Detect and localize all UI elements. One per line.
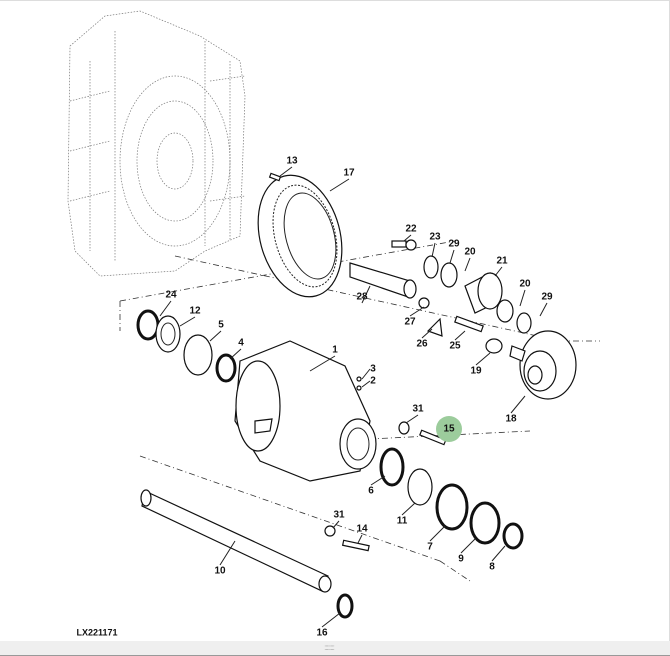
callout-29[interactable]: 29 [448,239,460,250]
callout-23[interactable]: 23 [429,232,441,243]
differential-housing [234,340,377,482]
callout-1[interactable]: 1 [332,345,338,356]
callout-13[interactable]: 13 [286,156,298,167]
figure-id: LX221171 [76,627,117,637]
callout-8[interactable]: 8 [489,562,495,573]
highlight-marker [436,416,462,442]
callout-31[interactable]: 31 [412,404,424,415]
callout-16[interactable]: 16 [316,628,328,639]
callout-20[interactable]: 20 [464,247,476,258]
pinion-shaft [349,262,417,299]
transmission-housing-outline [67,10,246,277]
callout-15-highlighted[interactable]: 15 [443,424,455,435]
callout-29[interactable]: 29 [541,292,553,303]
callout-14[interactable]: 14 [356,524,368,535]
callout-12[interactable]: 12 [189,306,201,317]
callout-10[interactable]: 10 [214,566,226,577]
callout-11[interactable]: 11 [397,516,408,527]
callout-6[interactable]: 6 [368,486,374,497]
callout-5[interactable]: 5 [218,320,224,331]
callout-22[interactable]: 22 [405,224,417,235]
callout-17[interactable]: 17 [343,168,355,179]
callout-4[interactable]: 4 [238,338,244,349]
axle-shaft [140,489,332,593]
callout-26[interactable]: 26 [416,339,428,350]
output-flange [509,330,577,400]
exploded-view-drawing: 13 17 22 23 29 20 21 20 29 24 12 5 4 1 3… [67,10,600,639]
callout-18[interactable]: 18 [505,414,517,425]
callout-9[interactable]: 9 [458,554,464,565]
callout-19[interactable]: 19 [470,366,482,377]
callout-3[interactable]: 3 [370,364,376,375]
resize-handle[interactable]: :::::::: [324,643,335,652]
callout-28[interactable]: 28 [356,292,368,303]
ring-gear [257,174,343,298]
callouts: 13 17 22 23 29 20 21 20 29 24 12 5 4 1 3… [165,156,553,639]
callout-21[interactable]: 21 [496,256,508,267]
callout-7[interactable]: 7 [427,542,433,553]
callout-27[interactable]: 27 [404,317,416,328]
parts-diagram: 13 17 22 23 29 20 21 20 29 24 12 5 4 1 3… [0,0,670,641]
callout-31[interactable]: 31 [333,510,345,521]
callout-25[interactable]: 25 [449,341,461,352]
callout-24[interactable]: 24 [165,290,177,301]
panel-splitter[interactable]: :::::::: [0,641,670,656]
callout-2[interactable]: 2 [370,376,376,387]
callout-20[interactable]: 20 [519,279,531,290]
